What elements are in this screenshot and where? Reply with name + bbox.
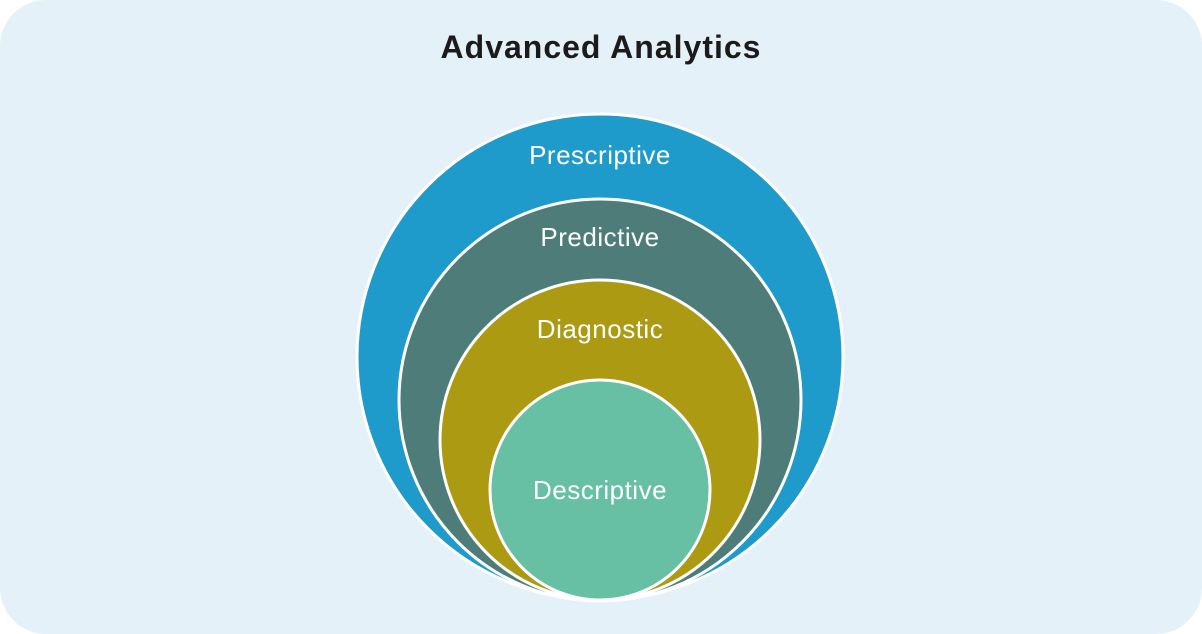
- label-descriptive: Descriptive: [533, 475, 667, 505]
- label-diagnostic: Diagnostic: [537, 314, 663, 344]
- page-title: Advanced Analytics: [440, 29, 762, 65]
- label-prescriptive: Prescriptive: [529, 140, 671, 170]
- label-predictive: Predictive: [540, 222, 659, 252]
- circle-descriptive: [488, 378, 712, 602]
